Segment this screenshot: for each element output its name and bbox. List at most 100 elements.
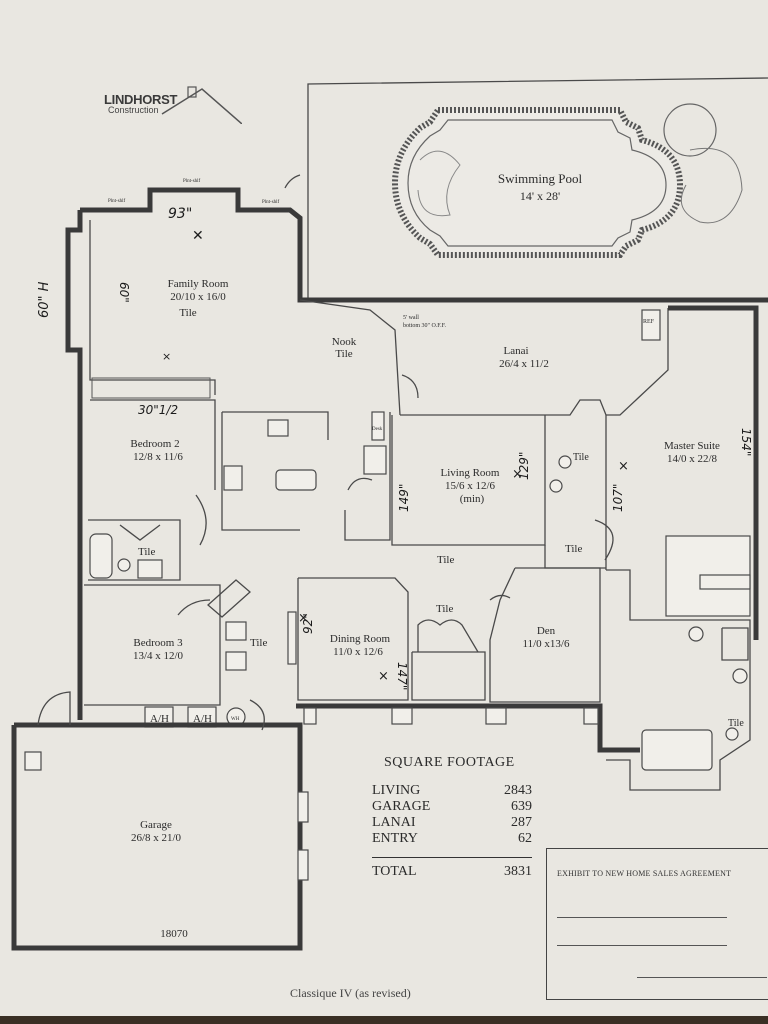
- logo-name: LINDHORST: [104, 92, 178, 107]
- sqft-label: LANAI: [372, 815, 416, 830]
- desk: [371, 411, 385, 441]
- exterior-wall: [80, 187, 768, 303]
- lanai-name: Lanai: [503, 345, 528, 357]
- garage-equipment: [24, 751, 42, 771]
- master-suite-size: 14/0 x 22/8: [667, 453, 718, 465]
- den-size: 11/0 x13/6: [523, 638, 570, 650]
- tile-label: Tile: [250, 637, 267, 649]
- exhibit-box: EXHIBIT TO NEW HOME SALES AGREEMENT: [546, 848, 768, 1000]
- logo-subtitle: Construction: [108, 105, 159, 115]
- garage-name: Garage: [140, 819, 172, 831]
- lanai-size: 26/4 x 11/2: [499, 358, 549, 370]
- sqft-divider: [372, 857, 532, 858]
- living-room-size: 15/6 x 12/6: [445, 480, 496, 492]
- closet-doors: [119, 524, 161, 541]
- sqft-row: LIVING 2843: [372, 783, 532, 799]
- master-bath-walls: [606, 569, 751, 791]
- bedroom2-name: Bedroom 2: [130, 438, 179, 450]
- handwritten-mark: ✕: [192, 228, 204, 244]
- closet-shelf: [699, 574, 751, 590]
- living-room-name: Living Room: [441, 467, 500, 479]
- plan-id: 18070: [160, 928, 188, 940]
- tile-label: Tile: [437, 554, 454, 566]
- kitchen-counter: [221, 412, 300, 531]
- sqft-value: 62: [518, 831, 532, 846]
- handwritten-master-right: 154": [739, 428, 753, 456]
- handwritten-window-width: 60": [117, 282, 131, 303]
- vanity: [137, 559, 163, 579]
- entry-doors: [417, 619, 479, 653]
- closet-bedroom2: [91, 377, 211, 399]
- door-swing: [489, 594, 511, 601]
- lanai-wall-note: 5' wall: [403, 315, 419, 321]
- interior-wall: [299, 299, 401, 416]
- column: [485, 707, 507, 725]
- interior-wall: [89, 220, 216, 395]
- handwritten-dining-right: 147": [395, 662, 409, 690]
- nook-name: Nook: [332, 336, 357, 348]
- sqft-value: 2843: [504, 783, 532, 798]
- toilet: [725, 727, 739, 741]
- interior-wall: [90, 399, 216, 490]
- logo-roof-icon: [161, 86, 242, 124]
- ref-label: REF: [643, 319, 655, 325]
- garage-walls: [11, 722, 303, 951]
- desk-label: Desk: [372, 427, 383, 432]
- pantry-wall: [344, 412, 391, 541]
- signature-line: [637, 977, 767, 978]
- dining-room-name: Dining Room: [330, 633, 391, 645]
- sink: [549, 479, 563, 493]
- lanai-outline: [400, 308, 669, 416]
- tile-label: Tile: [573, 452, 589, 463]
- tile-label: Tile: [565, 543, 582, 555]
- dining-room-walls: [297, 577, 409, 701]
- toilet: [117, 558, 131, 572]
- door-swing: [347, 477, 373, 491]
- column: [583, 707, 599, 725]
- pool-spa-sketch: [417, 150, 461, 217]
- cooktop: [223, 465, 243, 491]
- sqft-total-value: 3831: [504, 864, 532, 879]
- master-suite-name: Master Suite: [664, 440, 720, 452]
- handwritten-living-left: 149": [397, 484, 411, 512]
- marker-x: ×: [298, 611, 309, 626]
- toilet: [558, 455, 572, 469]
- sqft-total-label: TOTAL: [372, 864, 417, 879]
- sqft-label: ENTRY: [372, 831, 418, 846]
- living-room-note: (min): [460, 493, 485, 505]
- entry-foyer: [411, 651, 486, 701]
- family-room-floor: Tile: [179, 307, 196, 319]
- exterior-wall: [296, 703, 640, 753]
- door-swing: [177, 599, 211, 616]
- pool-name: Swimming Pool: [498, 171, 583, 186]
- signature-line: [557, 945, 727, 946]
- garage-size: 26/8 x 21/0: [131, 832, 182, 844]
- living-room-walls: [391, 415, 546, 546]
- plant-shelf-label: Plnt-shlf: [108, 199, 126, 204]
- family-room-name: Family Room: [168, 278, 229, 290]
- bedroom3-walls: [84, 584, 221, 706]
- column: [303, 707, 317, 725]
- lanai-wall-note-2: bottom 30" O.F.F.: [403, 323, 446, 329]
- bedroom2-size: 12/8 x 11/6: [133, 451, 183, 463]
- handwritten-family-width: 93": [168, 206, 192, 222]
- bath-walls: [88, 519, 181, 581]
- bathtub: [89, 533, 113, 579]
- pool-size: 14' x 28': [520, 189, 560, 203]
- column: [391, 707, 413, 725]
- oven: [363, 445, 387, 475]
- tree-symbol: [680, 147, 743, 224]
- sqft-row: ENTRY 62: [372, 831, 532, 847]
- sqft-label: LIVING: [372, 783, 421, 798]
- nook-floor: Tile: [335, 348, 352, 360]
- marker-x: ×: [378, 669, 389, 684]
- marker-x: ×: [512, 467, 523, 482]
- handwritten-bed2: 30"1/2: [138, 403, 178, 417]
- handwritten-dining-left: 92": [301, 613, 315, 634]
- door-swing: [594, 519, 614, 561]
- handwritten-living-right: 129": [517, 452, 531, 480]
- bedroom3-name: Bedroom 3: [133, 637, 183, 649]
